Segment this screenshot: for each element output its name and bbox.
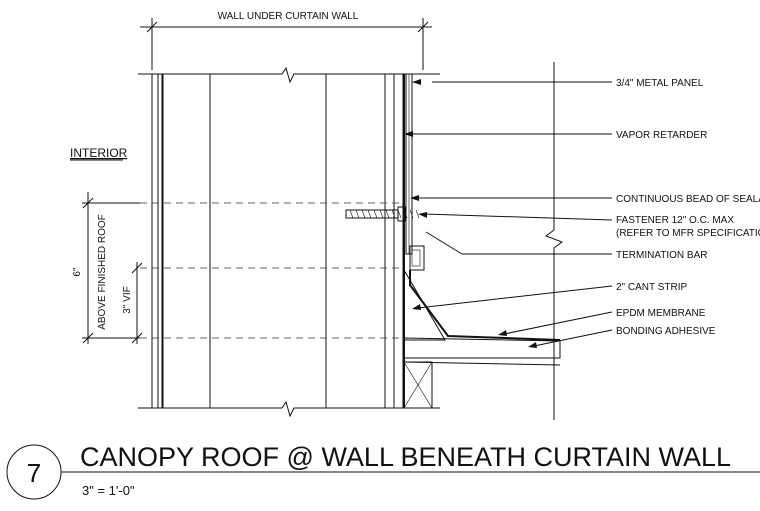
detail-scale: 3" = 1'-0" (82, 483, 135, 498)
callout-fastener-note: (REFER TO MFR SPECIFICATIONS) (616, 228, 760, 239)
callout-sealant: CONTINUOUS BEAD OF SEALANT (616, 194, 760, 205)
left-dimensions: 6" ABOVE FINISHED ROOF 3" VIF (72, 192, 143, 344)
callout-fastener: FASTENER 12" O.C. MAX (616, 215, 734, 226)
interior-label: INTERIOR (70, 146, 128, 160)
wall-dimension-label: WALL UNDER CURTAIN WALL (218, 11, 359, 22)
reference-dashes (140, 202, 404, 339)
callout-epdm-membrane: EPDM MEMBRANE (616, 308, 706, 319)
wall-assembly (151, 73, 413, 409)
bottom-break-line (138, 400, 440, 418)
dim-vif: 3" VIF (122, 286, 133, 313)
callout-labels: 3/4" METAL PANEL VAPOR RETARDER CONTINUO… (616, 78, 760, 337)
top-break-line (138, 66, 440, 84)
callout-vapor-retarder: VAPOR RETARDER (616, 130, 707, 141)
detail-title: CANOPY ROOF @ WALL BENEATH CURTAIN WALL (80, 442, 731, 472)
cant-strip (403, 268, 561, 341)
title-block: 7 CANOPY ROOF @ WALL BENEATH CURTAIN WAL… (6, 442, 760, 500)
callout-cant-strip: 2" CANT STRIP (616, 282, 687, 293)
dim-six-inch: 6" (72, 267, 83, 277)
detail-number: 7 (27, 458, 41, 488)
callout-metal-panel: 3/4" METAL PANEL (616, 78, 704, 89)
callout-termination-bar: TERMINATION BAR (616, 250, 707, 261)
callout-bonding-adhesive: BONDING ADHESIVE (616, 326, 716, 337)
termination-bar (409, 245, 425, 271)
right-break-line (544, 62, 564, 420)
roof-deck (403, 337, 561, 409)
fastener (345, 206, 420, 222)
top-dimension: WALL UNDER CURTAIN WALL (140, 11, 432, 70)
dim-above-finished-roof: ABOVE FINISHED ROOF (97, 214, 108, 330)
leaders (404, 79, 613, 348)
